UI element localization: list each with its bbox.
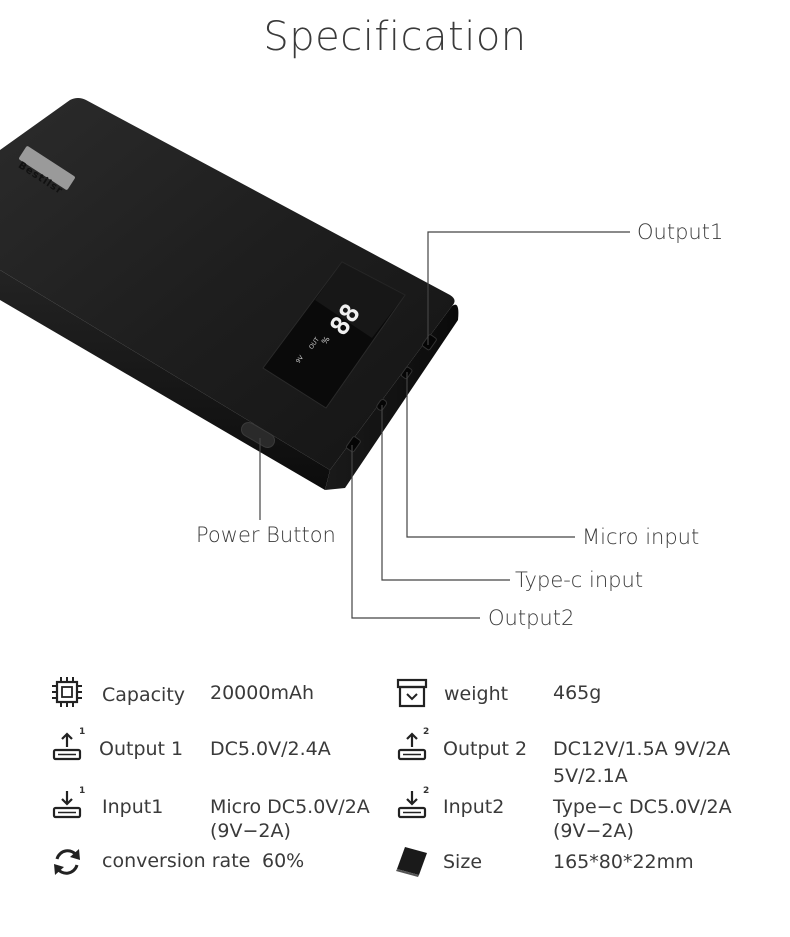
callout-output1: Output1 [637,220,724,244]
capacity-value: 20000mAh [210,682,314,704]
output2-port-graphic [345,436,361,453]
chip-icon [52,677,82,707]
size-label: Size [443,851,483,873]
size-value: 165*80*22mm [553,851,694,873]
scale-box-icon [396,678,428,708]
output1-port-graphic [421,334,437,351]
usb-output-icon [397,732,427,761]
page-title: Specification [263,14,527,60]
typec-input-port-graphic [376,399,388,411]
input2-badge: 2 [423,786,430,796]
input2-label: Input2 [443,796,505,818]
refresh-cycle-icon [54,849,80,875]
conversion-label: conversion rate [102,850,251,872]
input1-badge: 1 [79,786,86,796]
brand-logo [19,146,75,190]
output1-badge: 1 [79,727,86,737]
input2-value-line2: (9V−2A) [553,820,634,842]
weight-value: 465g [553,682,602,704]
output2-value-line1: DC12V/1.5A 9V/2A [553,738,731,760]
usb-output-icon [52,732,82,761]
output2-label: Output 2 [443,738,528,760]
weight-label: weight [444,683,509,705]
output2-value-line2: 5V/2.1A [553,765,628,787]
usb-input-icon [397,791,427,819]
capacity-label: Capacity [102,684,186,706]
input2-value-line1: Type−c DC5.0V/2A [553,796,732,818]
book-icon [396,847,427,877]
power-button-graphic [240,422,276,448]
output1-value: DC5.0V/2.4A [210,738,331,760]
input1-value-line2: (9V−2A) [210,820,291,842]
callout-micro-input: Micro input [582,525,700,549]
callout-output2: Output2 [488,606,575,630]
conversion-value: 60% [262,850,305,872]
usb-input-icon [52,791,82,819]
output1-label: Output 1 [99,738,184,760]
input1-value-line1: Micro DC5.0V/2A [210,796,370,818]
callout-typec-input: Type-c input [515,568,644,592]
input1-label: Input1 [102,796,164,818]
output2-badge: 2 [423,727,430,737]
power-bank-illustration [0,98,630,619]
callout-power-button: Power Button [196,523,336,547]
